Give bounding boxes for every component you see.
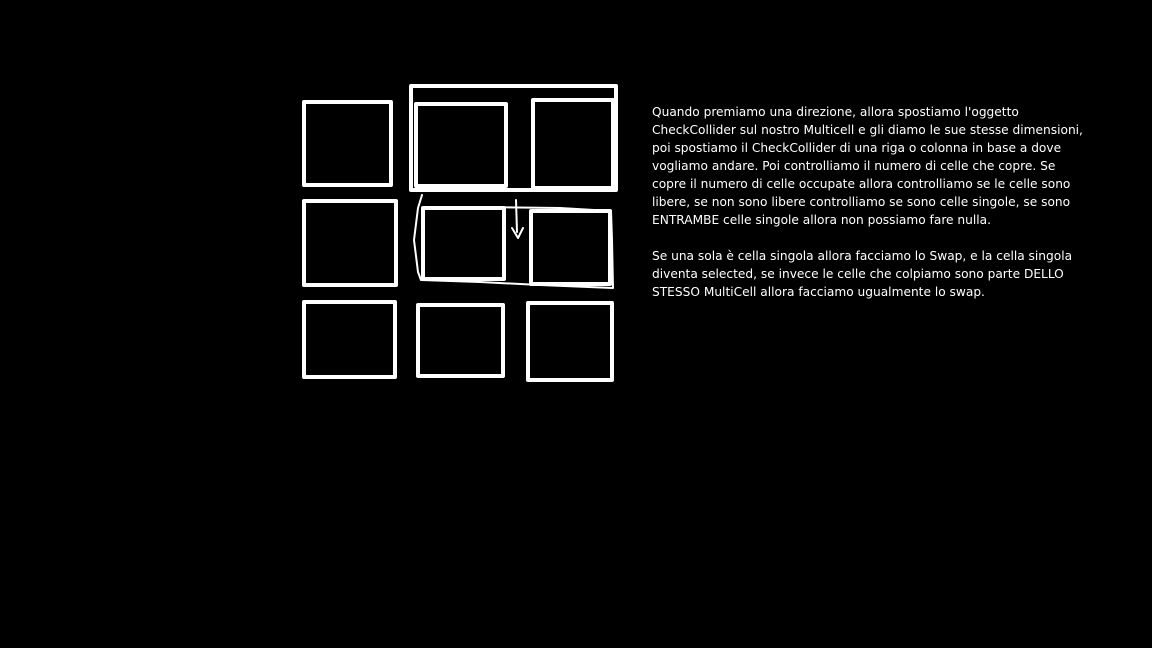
grid-cell-r3-c1 (302, 300, 397, 379)
grid-cell-r1-c3 (531, 98, 615, 190)
grid-cell-r1-c1 (302, 100, 393, 187)
grid-cell-r3-c2 (416, 303, 505, 378)
explanation-paragraph-2: Se una sola è cella singola allora facci… (652, 249, 1073, 299)
explanation-paragraph-1: Quando premiamo una direzione, allora sp… (652, 105, 1083, 227)
multicell-outline (409, 84, 618, 192)
grid-cell-r2-c3 (529, 209, 612, 286)
grid-cell-r2-c1 (302, 199, 398, 287)
grid-cell-r2-c2 (421, 206, 506, 281)
grid-cell-r3-c3 (526, 301, 614, 382)
arrow-down-icon (511, 199, 524, 239)
grid-cell-r1-c2 (414, 102, 508, 188)
explanation-text: Quando premiamo una direzione, allora sp… (652, 103, 1084, 319)
